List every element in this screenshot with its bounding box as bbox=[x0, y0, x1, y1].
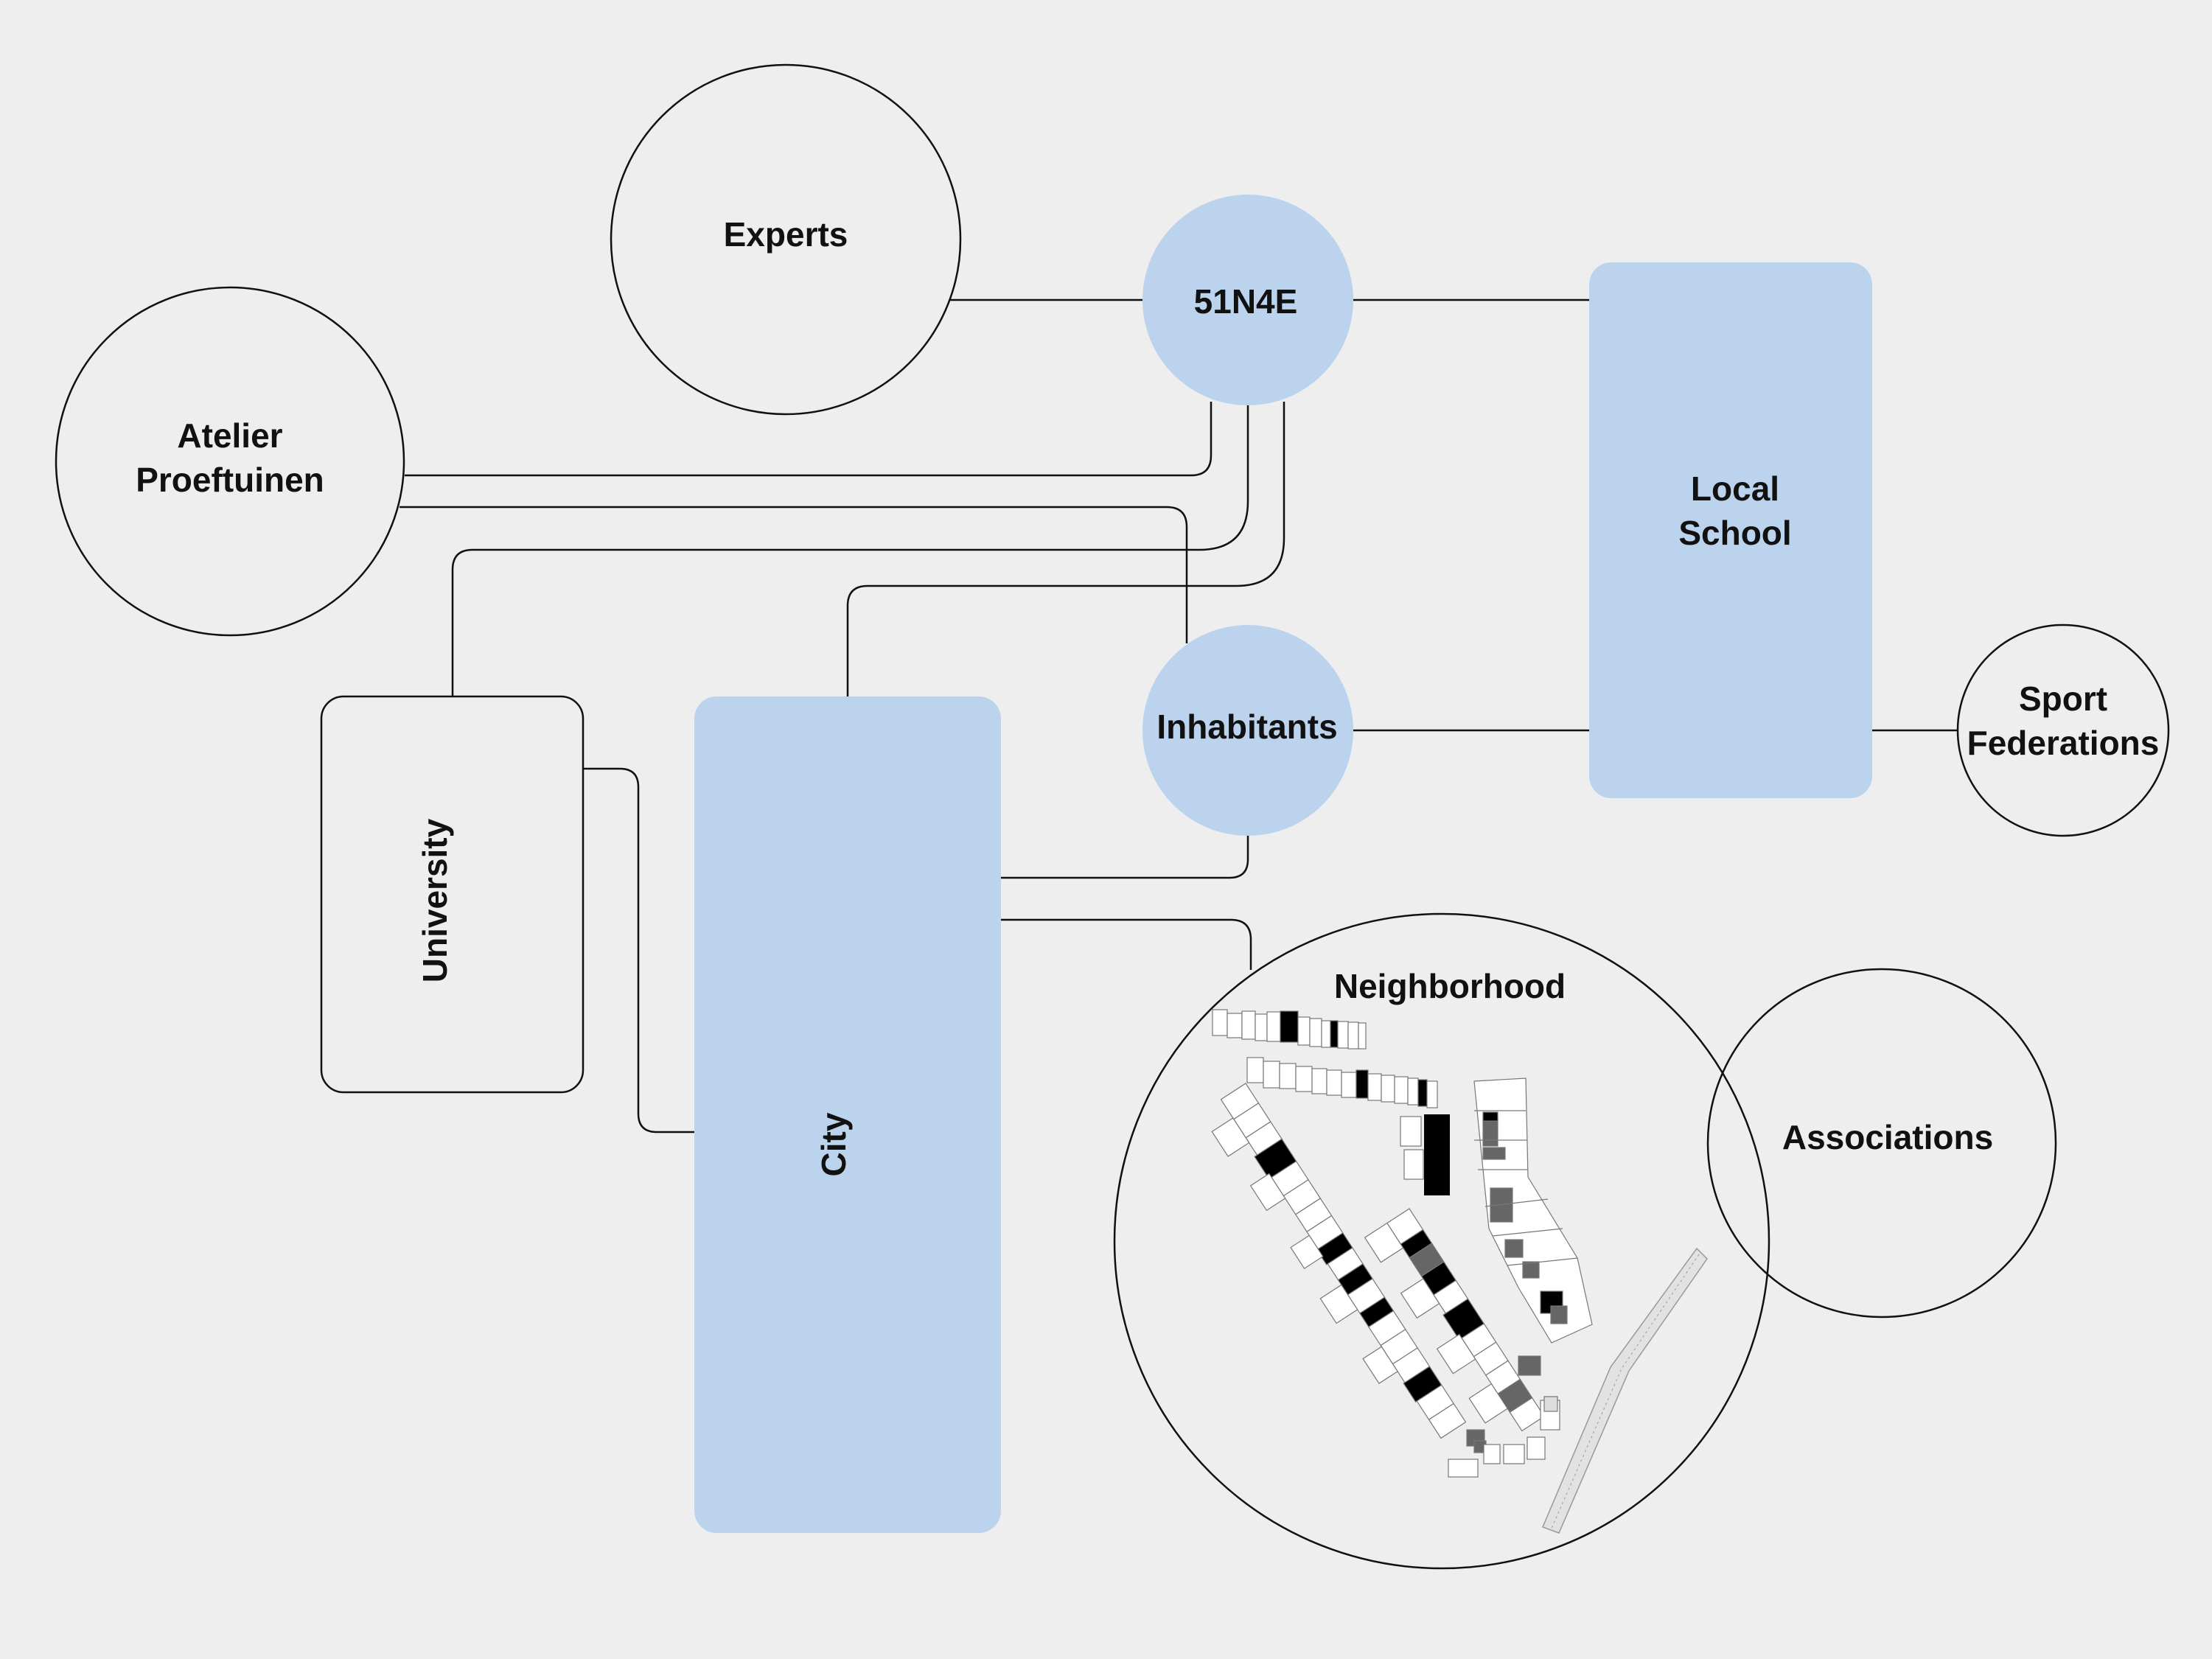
inhabitants-circle bbox=[1142, 625, 1353, 836]
atelier-label-line2: Proeftuinen bbox=[136, 461, 324, 499]
neighborhood-map bbox=[1211, 1009, 1708, 1534]
node-51n4e[interactable]: 51N4E bbox=[1142, 195, 1353, 405]
node-sport-federations[interactable]: Sport Federations bbox=[1956, 624, 2170, 837]
sport-federations-circle bbox=[1956, 624, 2170, 837]
connector-city-neighborhood bbox=[1001, 918, 1252, 970]
map-row-top bbox=[1212, 1009, 1367, 1049]
atelier-label-line1: Atelier bbox=[177, 416, 282, 455]
map-railway bbox=[1542, 1247, 1708, 1534]
connector-atelier-inhabitants bbox=[400, 506, 1188, 643]
associations-circle bbox=[1706, 968, 2057, 1319]
connector-51n4e-city bbox=[846, 402, 1285, 696]
connector-51n4e-university bbox=[451, 405, 1249, 696]
connector-university-city bbox=[583, 767, 694, 1134]
local-school-box bbox=[1589, 262, 1872, 798]
map-row-second bbox=[1246, 1057, 1438, 1108]
sport-federations-label-line1: Sport bbox=[2019, 680, 2107, 718]
node-university[interactable]: University bbox=[320, 695, 585, 1094]
connector-inhabitants-city bbox=[1001, 835, 1249, 879]
local-school-label-line2: School bbox=[1678, 514, 1791, 552]
local-school-label-line1: Local bbox=[1691, 469, 1779, 508]
node-associations[interactable]: Associations bbox=[1706, 968, 2057, 1319]
experts-label: Experts bbox=[724, 215, 848, 254]
51n4e-label: 51N4E bbox=[1194, 282, 1298, 321]
map-block-center bbox=[1364, 1208, 1545, 1432]
connectors bbox=[400, 298, 1957, 1134]
city-box bbox=[694, 696, 1001, 1533]
university-label: University bbox=[416, 818, 454, 982]
associations-label: Associations bbox=[1782, 1118, 1993, 1156]
inhabitants-label: Inhabitants bbox=[1156, 708, 1337, 746]
neighborhood-label: Neighborhood bbox=[1334, 967, 1566, 1005]
experts-circle bbox=[610, 63, 962, 416]
map-block-left bbox=[1211, 1083, 1467, 1439]
node-neighborhood[interactable]: Neighborhood bbox=[1113, 912, 1770, 1570]
map-block-bottom bbox=[1448, 1355, 1560, 1478]
51n4e-circle bbox=[1142, 195, 1353, 405]
node-city[interactable]: City bbox=[694, 696, 1001, 1533]
university-box bbox=[320, 695, 585, 1094]
node-experts[interactable]: Experts bbox=[610, 63, 962, 416]
connector-51n4e-atelier bbox=[405, 402, 1213, 477]
node-inhabitants[interactable]: Inhabitants bbox=[1142, 625, 1353, 836]
sport-federations-label-line2: Federations bbox=[1967, 724, 2160, 762]
map-block-right bbox=[1473, 1078, 1593, 1344]
neighborhood-circle bbox=[1113, 912, 1770, 1570]
city-label: City bbox=[814, 1112, 853, 1176]
atelier-circle bbox=[55, 286, 405, 637]
node-atelier-proeftuinen[interactable]: Atelier Proeftuinen bbox=[55, 286, 405, 637]
node-local-school[interactable]: Local School bbox=[1589, 262, 1872, 798]
map-tall-building bbox=[1424, 1114, 1450, 1195]
